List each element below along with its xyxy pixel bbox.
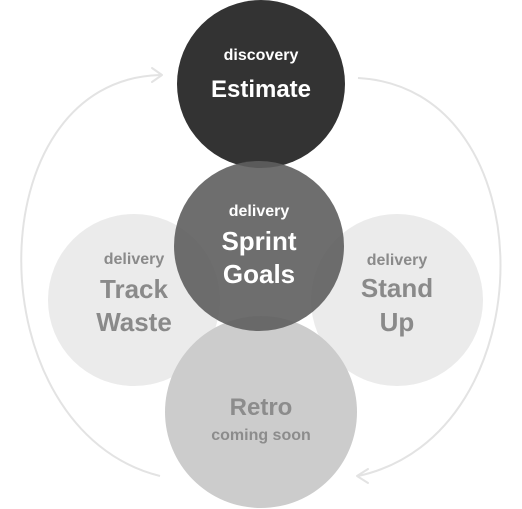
stand-up-title-line-2: Up — [380, 307, 415, 337]
stand-up-circle[interactable] — [311, 214, 483, 386]
stand-up-tag: delivery — [367, 252, 428, 269]
loop-arrows — [20, 67, 502, 484]
track-waste-tag: delivery — [104, 251, 165, 268]
track-waste-title-line-2: Waste — [96, 307, 172, 337]
estimate-title: Estimate — [211, 76, 311, 103]
loop-arrow-right — [357, 77, 502, 477]
retro-circle[interactable] — [165, 316, 357, 508]
estimate-circle[interactable] — [177, 0, 345, 168]
sprint-goals-tag: delivery — [229, 203, 290, 220]
retro-title: Retro — [230, 394, 293, 421]
loop-arrow-right-head — [356, 468, 369, 484]
loop-arrow-left — [20, 74, 161, 477]
estimate-tag: discovery — [224, 47, 299, 64]
sprint-goals-circle[interactable] — [174, 161, 344, 331]
loop-arrow-left-head — [151, 67, 163, 83]
retro-subtitle: coming soon — [211, 427, 311, 444]
stand-up-title-line-1: Stand — [361, 273, 433, 303]
track-waste-title-line-1: Track — [100, 274, 168, 304]
sprint-goals-title-line-2: Goals — [223, 259, 295, 289]
sprint-goals-title-line-1: Sprint — [221, 226, 296, 256]
